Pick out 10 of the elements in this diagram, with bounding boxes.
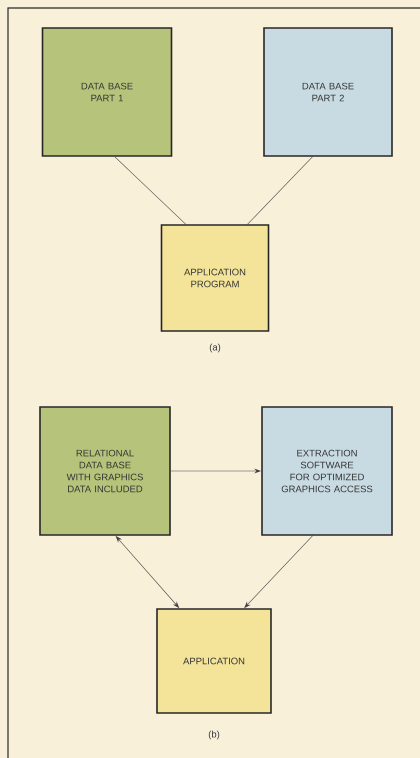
process-box: APPLICATION PROGRAM [160, 224, 270, 332]
process-box: EXTRACTION SOFTWARE FOR OPTIMIZED GRAPHICS ACCESS [261, 406, 393, 536]
connector-line [247, 156, 313, 225]
panel-label: (a) [210, 344, 220, 352]
process-box: RELATIONAL DATA BASE WITH GRAPHICS DATA INCLUDED [39, 406, 171, 536]
connector-line [114, 156, 186, 225]
panel-label: (b) [208, 730, 220, 740]
process-box: DATA BASE PART 2 [263, 27, 393, 157]
process-box: APPLICATION [156, 608, 272, 714]
process-box: DATA BASE PART 1 [42, 27, 172, 157]
